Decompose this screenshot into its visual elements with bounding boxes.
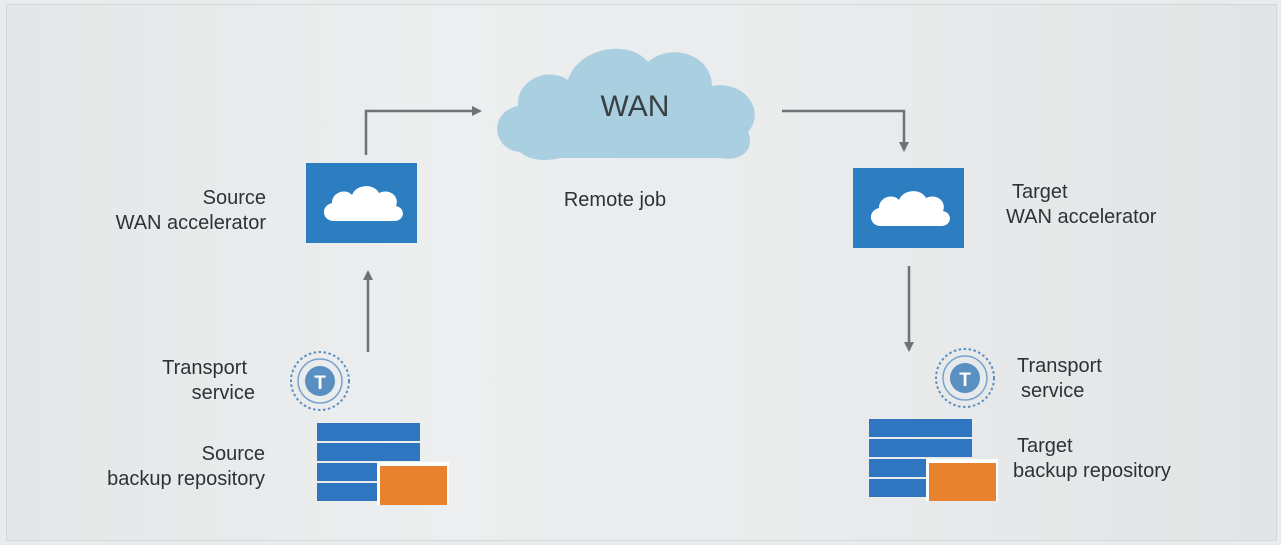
wan-label: WAN — [600, 90, 670, 123]
target-transport-service-label: Transport service — [1017, 354, 1177, 404]
target-repository-line1: Target — [1017, 435, 1073, 457]
source-transport-service-icon: T — [290, 351, 350, 411]
source-repository-line2: backup repository — [107, 468, 265, 490]
target-transport-badge-letter: T — [959, 370, 971, 391]
remote-job-label: Remote job — [563, 189, 667, 211]
target-repository-line2: backup repository — [1013, 460, 1171, 482]
source-transport-line2: service — [191, 382, 255, 404]
wan-cloud-icon — [497, 48, 755, 160]
source-transport-line1: Transport — [162, 357, 247, 379]
source-transport-badge-letter: T — [314, 373, 326, 394]
target-wan-accelerator-line2: WAN accelerator — [1006, 206, 1157, 228]
target-transport-line1: Transport — [1017, 355, 1102, 377]
target-transport-service-icon: T — [935, 348, 995, 408]
target-wan-accelerator-icon — [853, 168, 964, 248]
arrow-source-to-wan — [364, 106, 482, 155]
target-wan-accelerator-line1: Target — [1012, 181, 1068, 203]
source-repository-icon — [317, 423, 449, 505]
target-transport-line2: service — [1021, 380, 1085, 402]
source-wan-accelerator-icon — [306, 163, 417, 243]
source-repository-line1: Source — [201, 443, 265, 465]
source-transport-service-label: Transport service — [100, 356, 255, 406]
source-wan-accelerator-line2: WAN accelerator — [115, 212, 266, 234]
target-wan-accelerator-label: Target WAN accelerator — [1006, 180, 1246, 230]
target-repository-icon — [869, 419, 998, 501]
source-wan-accelerator-label: Source WAN accelerator — [30, 186, 266, 236]
source-wan-accelerator-line1: Source — [202, 187, 266, 209]
arrow-wan-to-target — [782, 109, 909, 152]
target-backup-repository-label: Target backup repository — [1013, 434, 1253, 484]
source-backup-repository-label: Source backup repository — [30, 442, 265, 492]
